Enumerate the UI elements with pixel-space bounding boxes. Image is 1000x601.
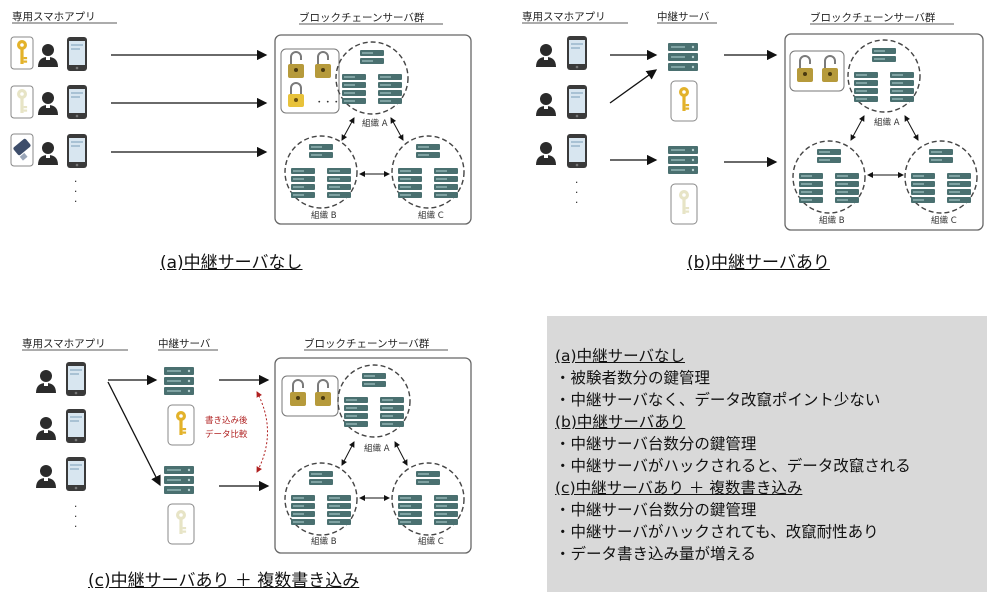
user-icon <box>536 93 556 116</box>
summary-a-item-1: ・被験者数分の鍵管理 <box>555 369 711 387</box>
svg-text:·: · <box>74 186 77 198</box>
summary-a-title: (a)中継サーバなし <box>555 347 685 365</box>
caption-b: (b)中継サーバあり <box>687 253 830 273</box>
user-icon <box>38 44 58 67</box>
summary-c-title: (c)中継サーバあり ＋ 複数書き込み <box>555 479 803 497</box>
relay-server-icon <box>668 146 698 174</box>
user-icon <box>36 370 56 393</box>
summary-a-item-2: ・中継サーバなく、データ改竄ポイント少ない <box>555 391 881 409</box>
svg-text:組織 A: 組織 A <box>874 117 900 128</box>
caption-a: (a)中継サーバなし <box>160 253 303 273</box>
user-icon <box>536 142 556 165</box>
compare-note-line1: 書き込み後 <box>205 415 248 426</box>
smartphone-icon <box>66 409 86 443</box>
user-row-a3 <box>10 133 87 168</box>
relay-server-icon <box>668 43 698 71</box>
lock-bubble <box>281 375 339 417</box>
svg-text:組織 C: 組織 C <box>931 215 957 226</box>
smartphone-icon <box>66 362 86 396</box>
summary-b-title: (b)中継サーバあり <box>555 413 686 431</box>
user-icon <box>38 142 58 165</box>
relay-server-icon <box>164 466 194 494</box>
usb-key-icon <box>13 138 31 161</box>
svg-text:組織 B: 組織 B <box>311 536 337 547</box>
smartphone-icon <box>66 457 86 491</box>
panel-b: 専用スマホアプリ 中継サーバ ブロックチェーンサーバ群 · · · <box>522 10 984 231</box>
app-label-b: 専用スマホアプリ <box>522 11 606 23</box>
app-label-a: 専用スマホアプリ <box>12 11 96 23</box>
smartphone-icon <box>67 134 87 168</box>
summary-b-item-1: ・中継サーバ台数分の鍵管理 <box>555 435 757 453</box>
lock-bubble: ・・・ <box>280 48 341 114</box>
vertical-ellipsis: · <box>74 176 77 188</box>
lock-bubble <box>789 50 845 92</box>
cluster-label-b: ブロックチェーンサーバ群 <box>810 11 936 24</box>
cluster-label-c: ブロックチェーンサーバ群 <box>304 337 430 350</box>
svg-text:·: · <box>74 521 77 533</box>
svg-text:·: · <box>74 196 77 208</box>
user-row-a2 <box>10 85 87 119</box>
user-icon <box>36 417 56 440</box>
smartphone-icon <box>67 37 87 71</box>
user-icon <box>38 92 58 115</box>
compare-note-line2: データ比較 <box>205 429 248 440</box>
svg-text:・・・: ・・・ <box>315 98 341 108</box>
summary-c-item-1: ・中継サーバ台数分の鍵管理 <box>555 501 757 519</box>
smartphone-icon <box>567 36 587 70</box>
svg-text:·: · <box>575 187 578 199</box>
comparison-summary-panel: (a)中継サーバなし ・被験者数分の鍵管理 ・中継サーバなく、データ改竄ポイント… <box>547 316 987 592</box>
app-label-c: 専用スマホアプリ <box>22 338 106 350</box>
relay-label-c: 中継サーバ <box>158 337 211 350</box>
cluster-label-a: ブロックチェーンサーバ群 <box>299 11 425 24</box>
relay-server-icon <box>164 367 194 395</box>
compare-arrow <box>256 391 268 473</box>
smartphone-icon <box>567 134 587 168</box>
svg-text:·: · <box>575 197 578 209</box>
smartphone-icon <box>567 85 587 119</box>
panel-c: 専用スマホアプリ 中継サーバ ブロックチェーンサーバ群 · · · 書き込み後 … <box>22 337 472 554</box>
relay-label-b: 中継サーバ <box>657 10 710 23</box>
svg-text:·: · <box>74 511 77 523</box>
svg-text:組織 C: 組織 C <box>418 536 444 547</box>
summary-c-item-2: ・中継サーバがハックされても、改竄耐性あり <box>555 523 879 541</box>
caption-c: (c)中継サーバあり ＋ 複数書き込み <box>88 571 360 591</box>
summary-c-item-3: ・データ書き込み量が増える <box>555 545 757 563</box>
org-c-label: 組織 C <box>418 210 444 221</box>
svg-text:·: · <box>575 177 578 189</box>
svg-text:·: · <box>74 501 77 513</box>
svg-text:組織 A: 組織 A <box>364 443 390 454</box>
summary-b-item-2: ・中継サーバがハックされると、データ改竄される <box>555 457 911 475</box>
user-icon <box>536 44 556 67</box>
panel-a: 専用スマホアプリ ブロックチェーンサーバ群 · · · <box>10 11 472 225</box>
org-b-label: 組織 B <box>311 210 337 221</box>
user-row-a1 <box>10 36 87 71</box>
smartphone-icon <box>67 85 87 119</box>
svg-text:組織 B: 組織 B <box>819 215 845 226</box>
org-a-label: 組織 A <box>362 118 388 129</box>
user-icon <box>36 465 56 488</box>
key-bubble <box>670 80 698 122</box>
